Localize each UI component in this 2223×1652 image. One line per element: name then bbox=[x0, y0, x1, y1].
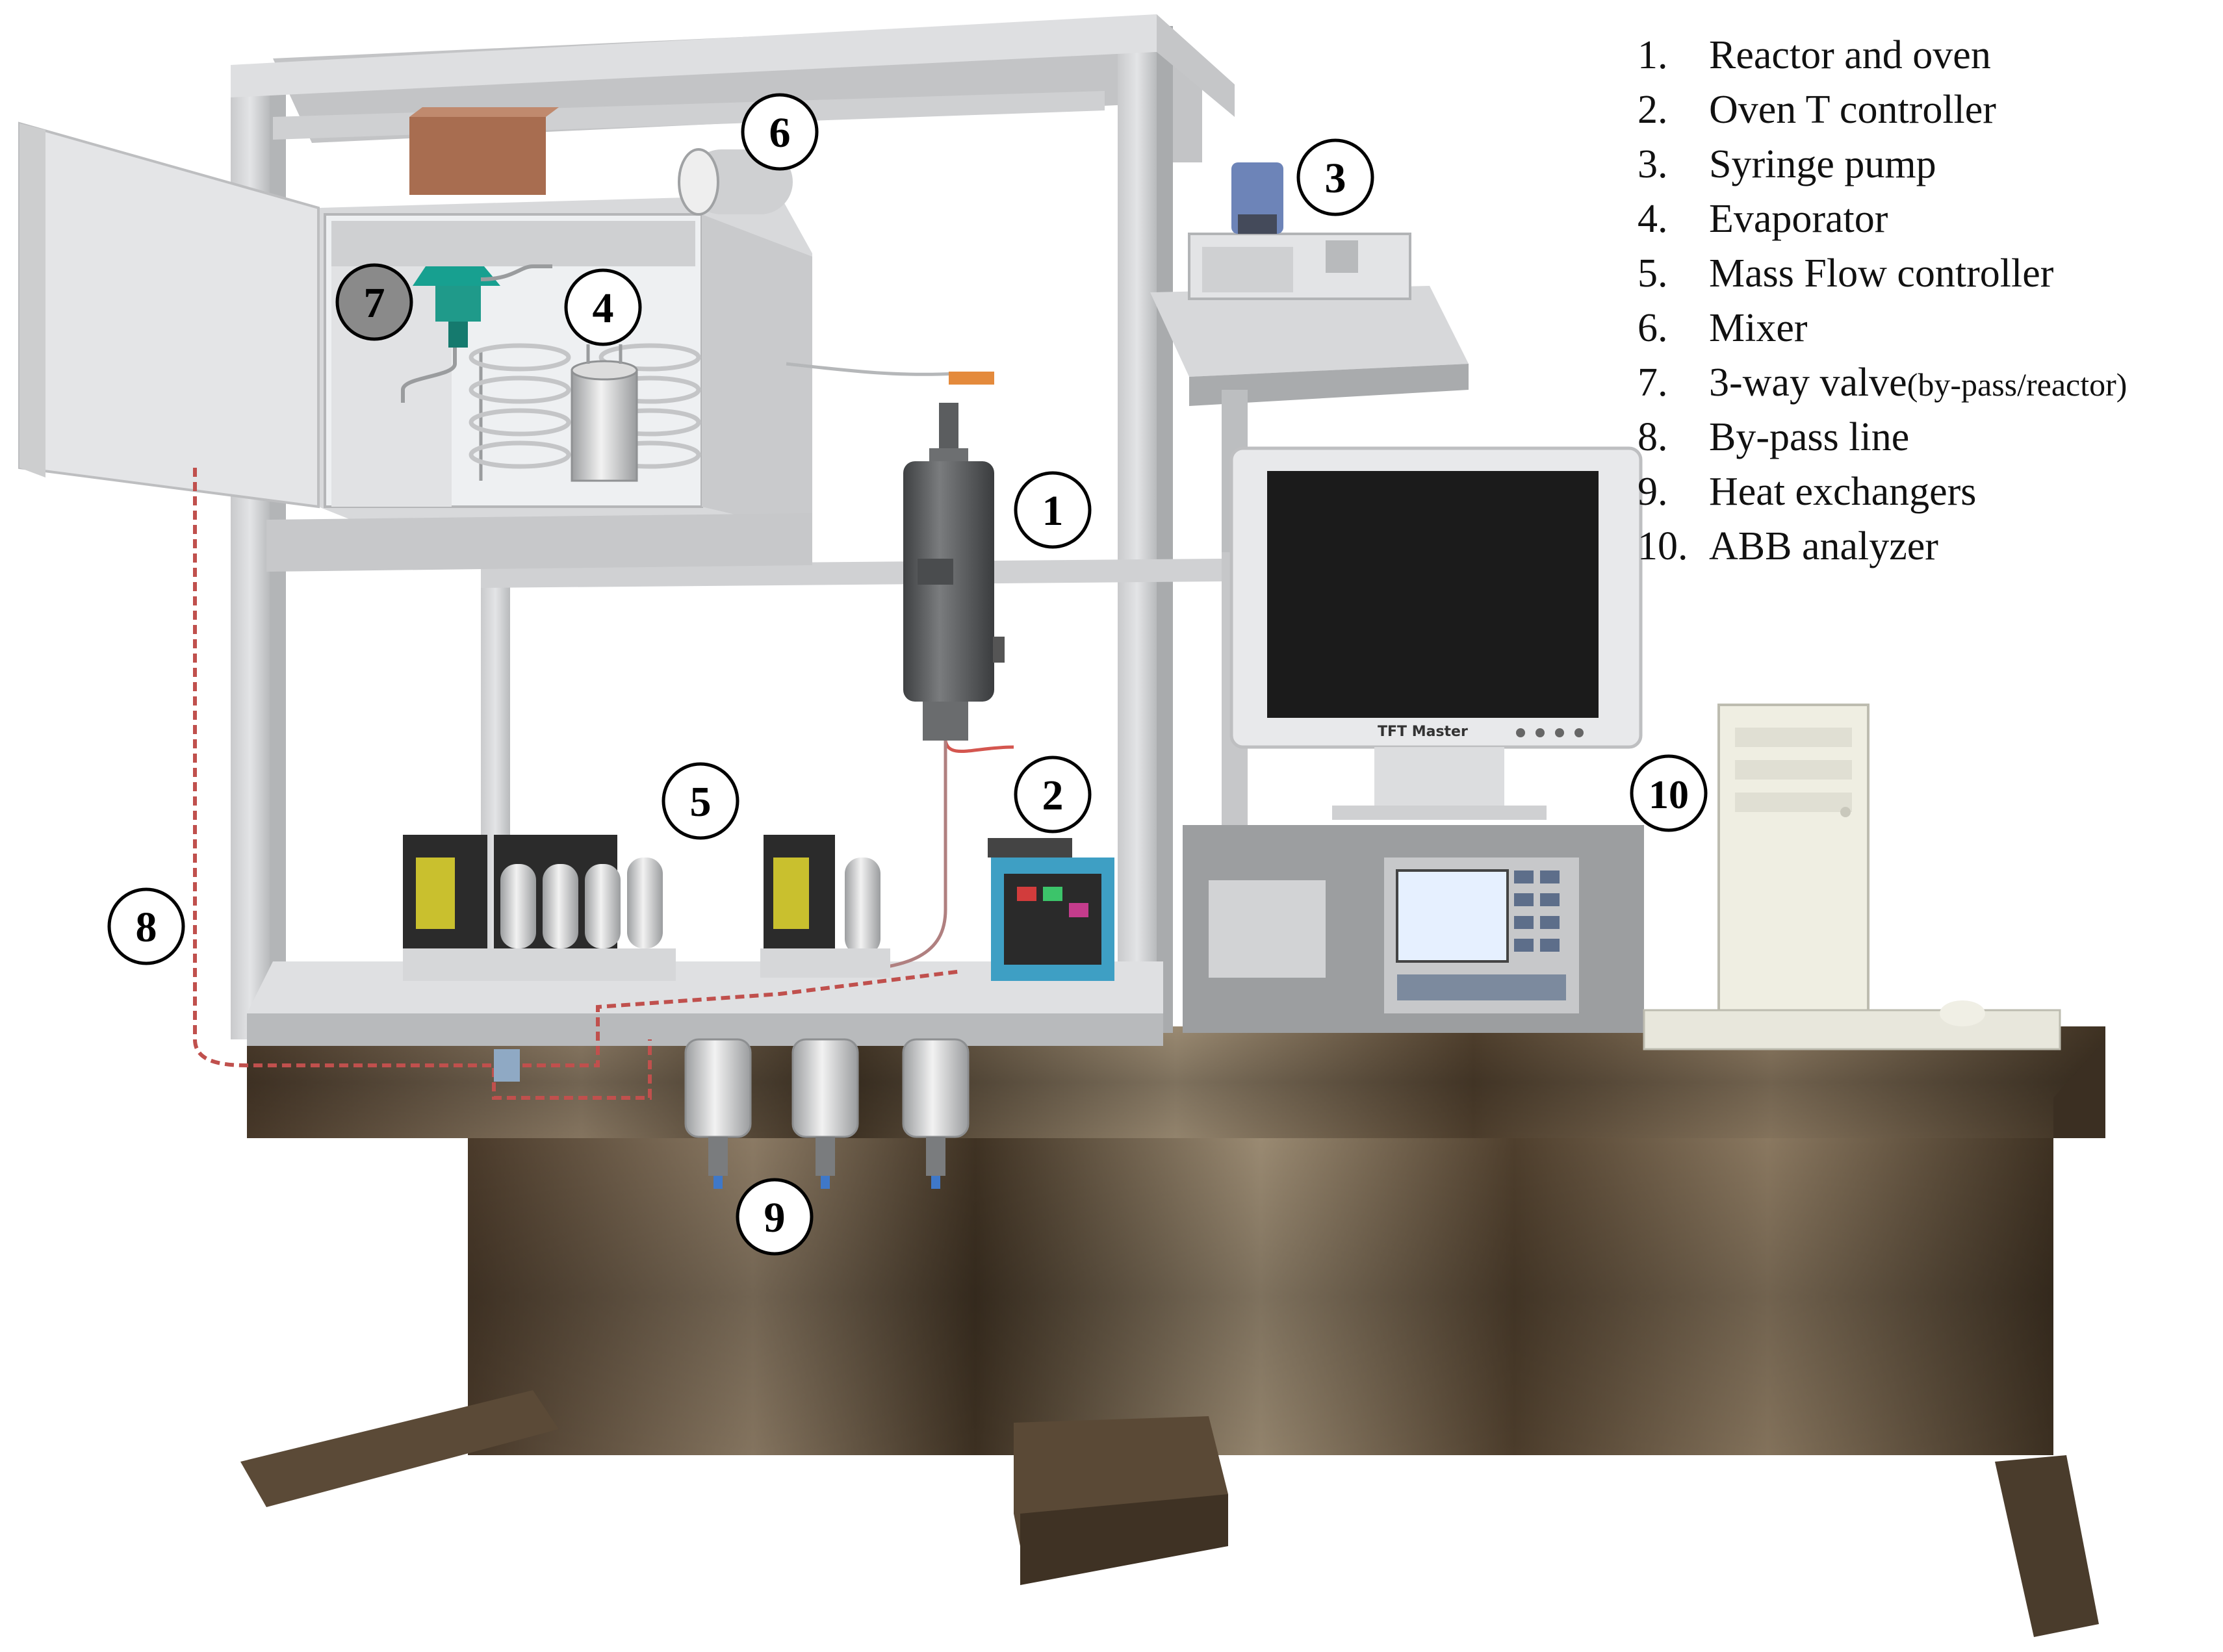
legend-item-note: (by-pass/reactor) bbox=[1907, 366, 2127, 403]
heat-exchangers bbox=[684, 1038, 970, 1189]
legend-item: 9. Heat exchangers bbox=[1638, 469, 2209, 524]
callout-7-label: 7 bbox=[364, 279, 385, 327]
callout-8-label: 8 bbox=[136, 904, 157, 951]
monitor: TFT Master bbox=[1229, 446, 1643, 820]
legend-item: 4. Evaporator bbox=[1638, 196, 2209, 251]
abb-analyzer bbox=[1183, 825, 1644, 1033]
three-way-valve bbox=[401, 264, 552, 403]
legend-item-label: ABB analyzer bbox=[1709, 524, 1938, 568]
legend-item: 3. Syringe pump bbox=[1638, 142, 2209, 196]
callout-7: 7 bbox=[335, 263, 413, 341]
mass-flow-controllers bbox=[403, 835, 890, 981]
legend-item: 5. Mass Flow controller bbox=[1638, 251, 2209, 305]
reactor bbox=[786, 362, 1014, 973]
callout-9: 9 bbox=[736, 1178, 814, 1256]
callout-3: 3 bbox=[1296, 138, 1374, 216]
legend-item-label: Mixer bbox=[1709, 306, 1808, 350]
callout-10-label: 10 bbox=[1649, 773, 1689, 817]
evaporator bbox=[469, 343, 701, 482]
by-pass-line bbox=[193, 468, 962, 1100]
callouts: 1 2 3 4 5 6 7 8 bbox=[107, 93, 1708, 1256]
legend-item-label: Oven T controller bbox=[1709, 88, 1996, 132]
legend-item-label: 3-way valve bbox=[1709, 361, 1907, 405]
legend-item: 7. 3-way valve (by-pass/reactor) bbox=[1638, 360, 2209, 414]
callout-10: 10 bbox=[1630, 754, 1708, 832]
legend-item-number: 7. bbox=[1638, 361, 1668, 405]
legend-item-number: 9. bbox=[1638, 470, 1668, 514]
legend-item-label: Heat exchangers bbox=[1709, 470, 1977, 514]
legend-item-number: 6. bbox=[1638, 306, 1668, 350]
legend-item: 8. By-pass line bbox=[1638, 414, 2209, 469]
oven-t-controller bbox=[988, 838, 1114, 981]
callout-4-label: 4 bbox=[593, 285, 614, 332]
legend-item-number: 1. bbox=[1638, 33, 1668, 77]
legend-item-label: Syringe pump bbox=[1709, 142, 1936, 186]
monitor-brand: TFT Master bbox=[1378, 724, 1468, 740]
legend-item: 6. Mixer bbox=[1638, 305, 2209, 360]
legend-item-label: Mass Flow controller bbox=[1709, 251, 2054, 296]
legend-item: 10. ABB analyzer bbox=[1638, 524, 2209, 578]
callout-9-label: 9 bbox=[764, 1194, 786, 1241]
callout-6: 6 bbox=[741, 93, 819, 171]
legend-item: 2. Oven T controller bbox=[1638, 87, 2209, 142]
callout-4: 4 bbox=[564, 268, 642, 346]
callout-5-label: 5 bbox=[690, 778, 712, 826]
frame-structure bbox=[231, 14, 1469, 1046]
legend-item-number: 2. bbox=[1638, 88, 1668, 132]
legend-item-number: 3. bbox=[1638, 142, 1668, 186]
legend-item-number: 4. bbox=[1638, 197, 1668, 241]
legend: 1. Reactor and oven 2. Oven T controller… bbox=[1638, 32, 2209, 578]
bench bbox=[240, 1026, 2105, 1637]
callout-1: 1 bbox=[1014, 471, 1092, 549]
legend-item-number: 10. bbox=[1638, 524, 1688, 568]
callout-8: 8 bbox=[107, 887, 185, 965]
callout-5: 5 bbox=[662, 762, 739, 840]
syringe-pump bbox=[1188, 162, 1411, 300]
callout-2: 2 bbox=[1014, 756, 1092, 833]
legend-item-label: By-pass line bbox=[1709, 415, 1910, 459]
legend-item-number: 5. bbox=[1638, 251, 1668, 296]
callout-3-label: 3 bbox=[1325, 155, 1346, 202]
callout-1-label: 1 bbox=[1042, 487, 1064, 535]
legend-item: 1. Reactor and oven bbox=[1638, 32, 2209, 87]
legend-item-number: 8. bbox=[1638, 415, 1668, 459]
legend-item-label: Reactor and oven bbox=[1709, 33, 1991, 77]
legend-item-label: Evaporator bbox=[1709, 197, 1888, 241]
callout-6-label: 6 bbox=[769, 109, 791, 157]
callout-2-label: 2 bbox=[1042, 772, 1064, 819]
computer bbox=[1643, 704, 2061, 1050]
